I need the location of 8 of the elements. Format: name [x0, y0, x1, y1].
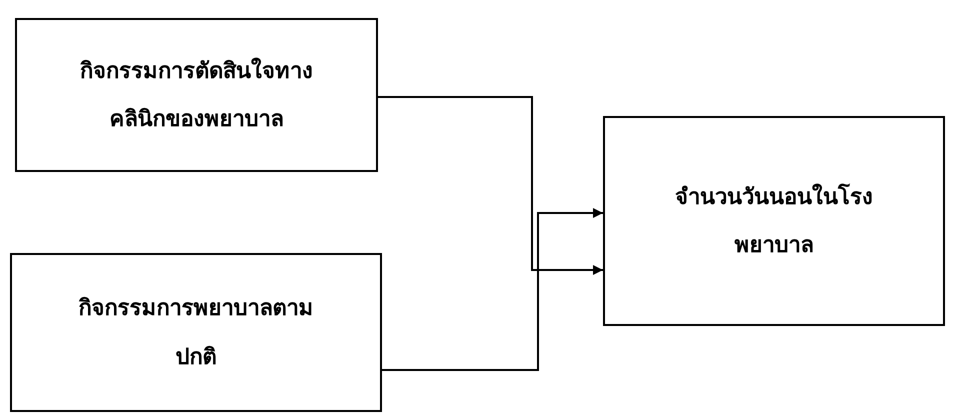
arrow	[378, 96, 603, 275]
box-label: กิจกรรมการพยาบาลตามปกติ	[78, 294, 314, 372]
process-box	[15, 18, 378, 172]
process-box	[603, 116, 945, 326]
box-label: จำนวนวันนอนในโรงพยาบาล	[674, 182, 874, 260]
box-label: กิจกรรมการตัดสินใจทางคลินิกของพยาบาล	[79, 56, 314, 134]
process-box	[10, 253, 382, 412]
arrow	[382, 208, 603, 371]
